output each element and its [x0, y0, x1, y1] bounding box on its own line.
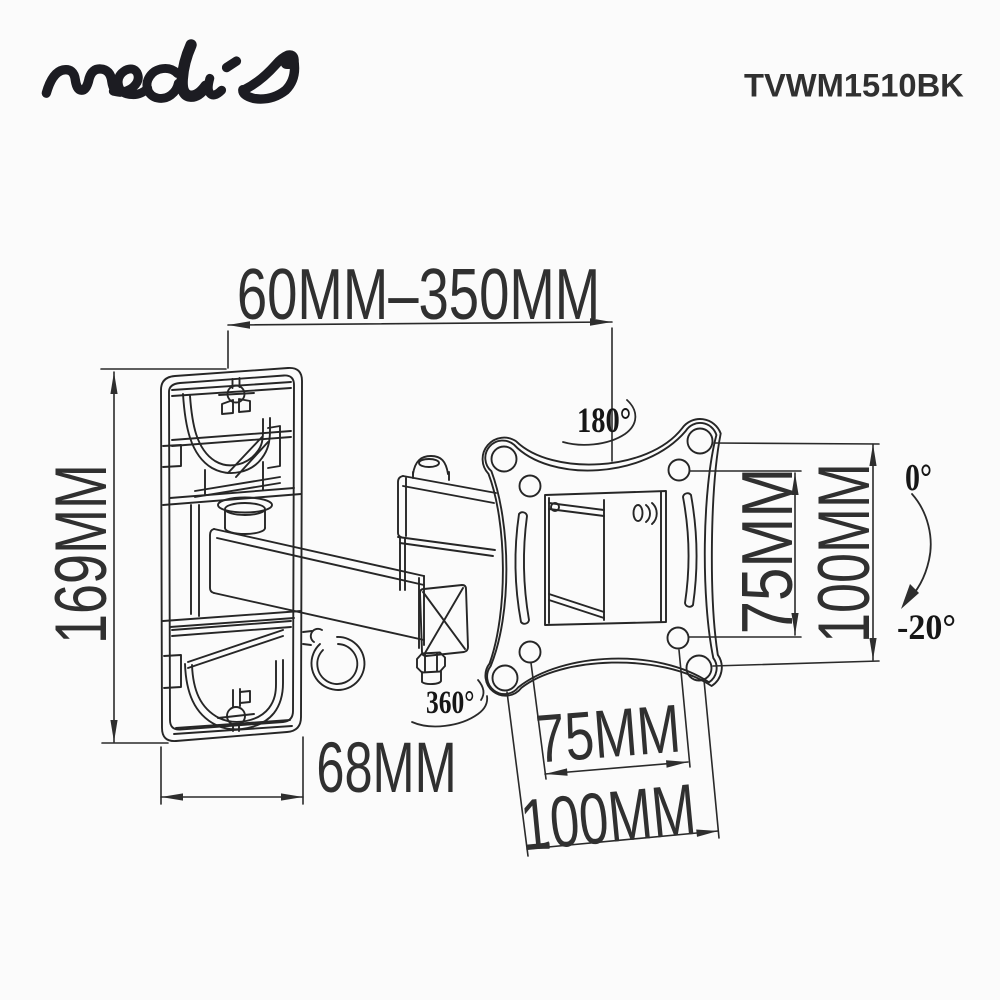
svg-text:75MM: 75MM	[728, 468, 808, 635]
svg-text:169MM: 169MM	[40, 464, 122, 644]
svg-text:TVWM1510BK: TVWM1510BK	[744, 67, 964, 104]
svg-text:100MM: 100MM	[803, 463, 885, 643]
svg-text:-20°: -20°	[897, 607, 956, 647]
svg-text:0°: 0°	[905, 458, 932, 499]
svg-text:180°: 180°	[577, 401, 631, 441]
svg-text:75MM: 75MM	[533, 690, 683, 778]
svg-text:68MM: 68MM	[316, 728, 456, 808]
svg-text:100MM: 100MM	[517, 770, 699, 867]
svg-text:360°: 360°	[426, 685, 474, 721]
svg-text:60MM–350MM: 60MM–350MM	[237, 253, 600, 334]
